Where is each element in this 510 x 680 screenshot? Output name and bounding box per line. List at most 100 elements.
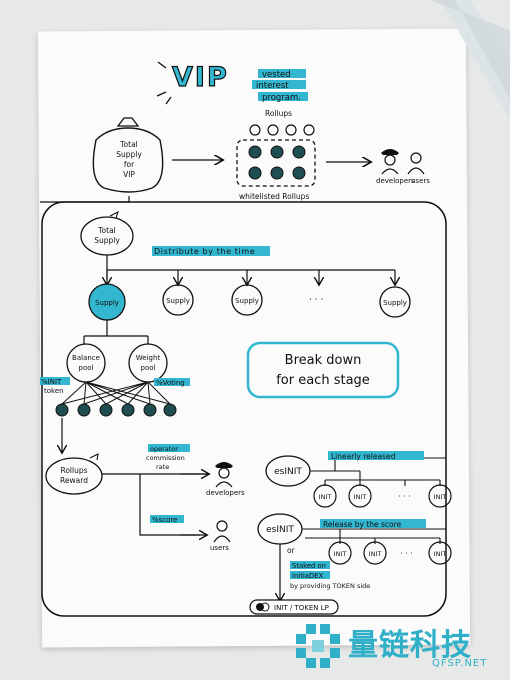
title-sparkle-icon [156, 61, 172, 105]
weight-pool-2: pool [141, 364, 156, 372]
init-label: INIT [434, 550, 447, 558]
highlight [258, 69, 306, 78]
esinit-label-2: esINIT [266, 525, 294, 535]
whitelisted-rollups [248, 145, 306, 180]
esinit-node-2: esINIT [257, 513, 303, 545]
rollups-top-row [249, 124, 315, 136]
supply-label: Supply [95, 299, 119, 307]
init-ellipsis: · · · [400, 549, 413, 558]
score-branch-lines [302, 528, 446, 544]
staked-3: by providing TOKEN side [290, 582, 370, 590]
commission-1: operator [150, 445, 178, 453]
supply-node: Supply [379, 286, 411, 318]
init-token-2: token [44, 387, 64, 395]
pen-decoration [372, 0, 510, 120]
pool-split-lines [83, 320, 149, 344]
voting-highlight [154, 378, 190, 386]
init-label: INIT [354, 493, 367, 501]
subtitle-line-2: interest [256, 81, 289, 91]
distribution-arrows [107, 270, 395, 284]
detail-frame [41, 201, 447, 617]
connector-line [40, 196, 130, 203]
developer-icon [381, 149, 399, 175]
init-label: INIT [334, 550, 347, 558]
staked-highlight-2 [290, 571, 330, 579]
score-highlight [150, 515, 184, 523]
supply-label: Supply [235, 297, 259, 305]
developers-label-2: developers [206, 489, 245, 497]
subtitle-line-3: program. [262, 93, 301, 103]
rollups-reward-2: Reward [60, 476, 88, 485]
supply-label: Supply [383, 299, 407, 307]
developer-icon-2: developers [206, 462, 245, 497]
bag-label-1: Total [119, 140, 138, 149]
esinit-label-1: esINIT [274, 467, 302, 477]
supply-node: Supply [162, 284, 194, 316]
bag-label-4: VIP [123, 170, 135, 179]
break-down-box: Break down for each stage [246, 341, 400, 399]
reward-split-lines [102, 473, 210, 536]
supply-node: Supply [231, 284, 263, 316]
init-nodes-linear [313, 484, 452, 508]
distribute-highlight [152, 246, 270, 256]
highlight [252, 80, 306, 89]
score-label: %score [152, 516, 177, 524]
subtitle: vested interest program. [252, 69, 308, 103]
money-bag-icon: Total Supply for VIP [92, 117, 164, 193]
rollup-nodes [55, 403, 177, 417]
whitelisted-box [236, 139, 316, 187]
users-label: users [411, 177, 430, 185]
watermark: 量链科技 QFSP.NET [292, 618, 502, 676]
watermark-subtext: QFSP.NET [432, 658, 488, 669]
rollups-label: Rollups [265, 109, 292, 118]
or-label: or [287, 546, 296, 555]
staked-1: Staked on [292, 562, 326, 570]
init-label: INIT [319, 493, 332, 501]
commission-3: rate [156, 463, 169, 471]
bag-label-2: Supply [116, 150, 142, 159]
subtitle-line-1: vested [262, 70, 291, 80]
voting-label: %Voting [156, 379, 185, 387]
init-token-highlight [40, 377, 70, 385]
commission-highlight [148, 444, 190, 452]
balance-pool-2: pool [79, 364, 94, 372]
total-supply-1: Total [97, 226, 116, 235]
whitelisted-label: whitelisted Rollups [239, 192, 309, 201]
init-ellipsis: · · · [398, 492, 411, 501]
linearly-highlight [328, 451, 424, 460]
title-vip: VIP [156, 61, 229, 105]
commission-2: commission [146, 454, 185, 462]
balance-pool-1: Balance [72, 354, 100, 362]
init-label: INIT [434, 493, 447, 501]
staked-2: InitiaDEX [292, 572, 323, 580]
init-label: INIT [369, 550, 382, 558]
linear-branch-lines [310, 457, 446, 486]
lp-pill: INIT / TOKEN LP [249, 599, 339, 615]
esinit-node-1: esINIT [265, 455, 311, 487]
highlight [258, 92, 308, 101]
watermark-text: 量链科技 [348, 628, 472, 663]
pool-to-rollup-lines [61, 381, 171, 405]
total-supply-2: Supply [94, 236, 120, 245]
balance-pool: Balance pool [66, 343, 106, 383]
rollups-reward-1: Rollups [60, 466, 87, 475]
user-icon [407, 152, 425, 175]
supply-node-filled: Supply [88, 283, 126, 321]
supply-ellipsis: · · · [309, 295, 323, 305]
developers-label: developers [376, 177, 415, 185]
weight-pool: Weight pool [128, 343, 168, 383]
rollups-reward: Rollups Reward [45, 453, 103, 495]
break-down-1: Break down [285, 353, 362, 368]
release-score-label: Release by the score [323, 520, 402, 529]
init-token-1: %INIT [41, 378, 62, 386]
user-icon-2: users [210, 520, 231, 552]
bag-label-3: for [124, 160, 135, 169]
title-text: VIP [172, 62, 229, 93]
init-nodes-score [328, 541, 452, 565]
weight-pool-1: Weight [136, 354, 161, 362]
break-down-2: for each stage [276, 373, 370, 388]
distribute-label: Distribute by the time [154, 247, 255, 256]
total-supply-bag-icon: Total Supply [80, 210, 134, 256]
release-score-highlight [320, 519, 426, 528]
